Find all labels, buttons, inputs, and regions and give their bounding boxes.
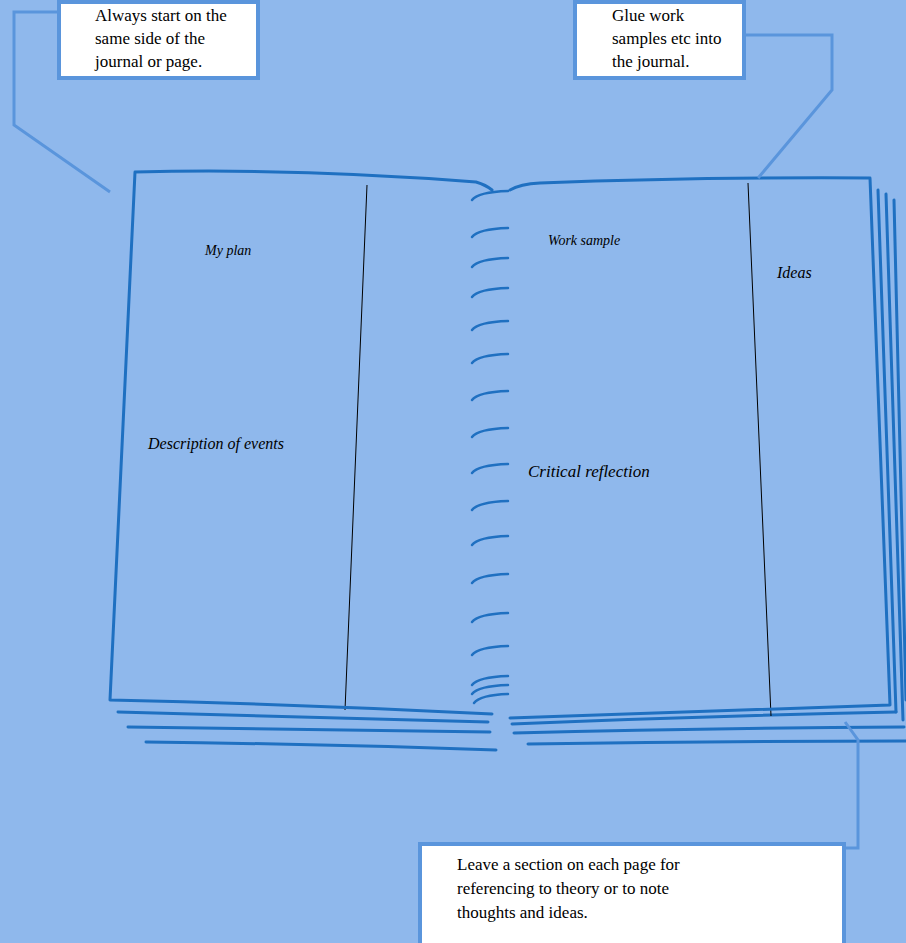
spiral-ring [472,428,508,437]
spiral-ring [472,258,508,267]
page-border [110,171,492,714]
journal-page: My planDescription of events [110,172,492,717]
margin-line [345,185,367,710]
page-edge-line [894,200,906,700]
spiral-ring [472,574,508,583]
spiral-ring [472,321,508,330]
spiral-ring [472,391,508,400]
spiral-ring [472,536,508,545]
callout-box: Glue work samples etc into the journal. [573,0,746,80]
spiral-ring [472,288,508,297]
page-label: Work sample [548,233,698,250]
spiral-ring [472,501,508,510]
spiral-ring [472,228,508,237]
page-outline [510,178,892,722]
page-stack-line [128,727,490,732]
leader-line [845,722,858,848]
spiral-ring [472,191,508,200]
callout-text: Leave a section on each page for referen… [457,853,719,925]
callout-text: Glue work samples etc into the journal. [612,4,730,73]
page-stack-line [146,742,496,750]
page-stack-line [118,712,488,722]
spiral-ring [472,646,508,655]
margin-line [748,183,771,716]
leader-line [746,35,832,178]
page-label: Description of events [148,434,348,453]
journal-page: Work sampleCritical reflection Ideas [510,178,892,722]
page-border [510,178,890,718]
spiral-ring [472,354,508,363]
spiral-ring [472,464,508,473]
page-label: Ideas [777,263,857,282]
page-stack-line [514,727,904,733]
spiral-ring [472,676,508,685]
page-label: Critical reflection [528,462,748,482]
spiral-ring [472,613,508,622]
spiral-ring [472,685,508,694]
callout-text: Always start on the same side of the jou… [95,4,245,73]
callout-box: Always start on the same side of the jou… [57,0,260,80]
callout-box: Leave a section on each page for referen… [418,842,846,943]
page-stack-line [512,712,896,724]
page-label: My plan [205,243,325,260]
spiral-ring [474,694,508,703]
page-stack-line [528,741,906,744]
